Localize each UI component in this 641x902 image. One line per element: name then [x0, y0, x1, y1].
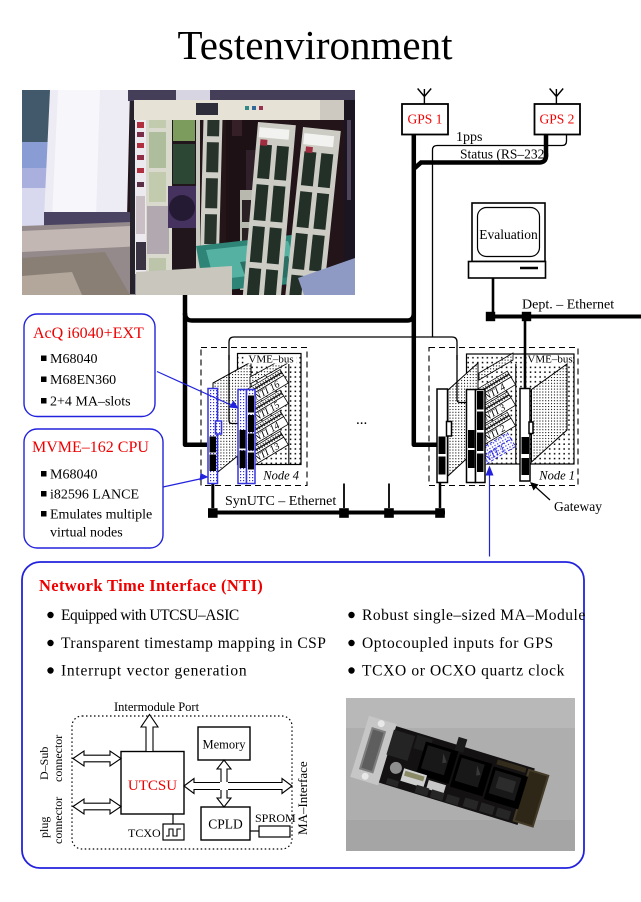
svg-text:Network Time Interface (NTI): Network Time Interface (NTI) — [39, 576, 263, 595]
svg-text:Status (RS–232): Status (RS–232) — [460, 147, 549, 162]
svg-text:Memory: Memory — [202, 738, 246, 752]
svg-text:MA–Interface: MA–Interface — [295, 761, 310, 835]
svg-text:Node 4: Node 4 — [262, 469, 299, 483]
svg-text:Evaluation: Evaluation — [479, 227, 538, 242]
svg-text:Intermodule Port: Intermodule Port — [114, 700, 200, 714]
svg-text:VME–bus: VME–bus — [248, 354, 293, 366]
svg-text:GPS 2: GPS 2 — [540, 112, 575, 127]
svg-text:1pps: 1pps — [456, 130, 482, 145]
svg-text:connector: connector — [51, 735, 65, 782]
svg-text:Equipped with UTCSU–ASIC: Equipped with UTCSU–ASIC — [61, 607, 239, 624]
svg-text:SynUTC – Ethernet: SynUTC – Ethernet — [225, 494, 336, 509]
svg-text:Node 1: Node 1 — [538, 469, 575, 483]
svg-text:VME–bus: VME–bus — [527, 354, 572, 366]
svg-text:Transparent timestamp mapping: Transparent timestamp mapping in CSP — [61, 635, 326, 652]
svg-text:AcQ i6040+EXT: AcQ i6040+EXT — [33, 325, 144, 342]
svg-text:Emulates multiple: Emulates multiple — [50, 508, 152, 523]
svg-text:virtual nodes: virtual nodes — [50, 526, 123, 541]
svg-text:connector: connector — [51, 797, 65, 844]
svg-text:Interrupt vector generation: Interrupt vector generation — [61, 663, 247, 680]
svg-text:TCXO or OCXO quartz clock: TCXO or OCXO quartz clock — [362, 663, 565, 680]
svg-text:CPLD: CPLD — [208, 817, 243, 832]
svg-text:SPROM: SPROM — [255, 811, 296, 825]
svg-text:...: ... — [356, 412, 367, 428]
svg-text:Optocoupled inputs for GPS: Optocoupled inputs for GPS — [362, 635, 554, 652]
svg-text:plug: plug — [37, 817, 51, 838]
svg-text:Dept. – Ethernet: Dept. – Ethernet — [522, 298, 614, 313]
svg-text:Gateway: Gateway — [554, 499, 602, 514]
svg-text:UTCSU: UTCSU — [128, 778, 177, 794]
svg-text:M68040: M68040 — [50, 352, 97, 367]
svg-text:M68EN360: M68EN360 — [50, 373, 116, 388]
svg-text:MVME–162 CPU: MVME–162 CPU — [32, 439, 149, 456]
svg-text:i82596 LANCE: i82596 LANCE — [50, 488, 139, 503]
svg-text:TCXO: TCXO — [128, 826, 161, 840]
svg-text:GPS 1: GPS 1 — [408, 112, 443, 127]
svg-text:2+4 MA–slots: 2+4 MA–slots — [50, 395, 131, 410]
svg-text:D–Sub: D–Sub — [37, 747, 51, 780]
svg-text:Testenvironment: Testenvironment — [178, 22, 454, 68]
svg-text:M68040: M68040 — [50, 468, 97, 483]
svg-text:Robust single–sized MA–Module: Robust single–sized MA–Module — [362, 607, 586, 624]
